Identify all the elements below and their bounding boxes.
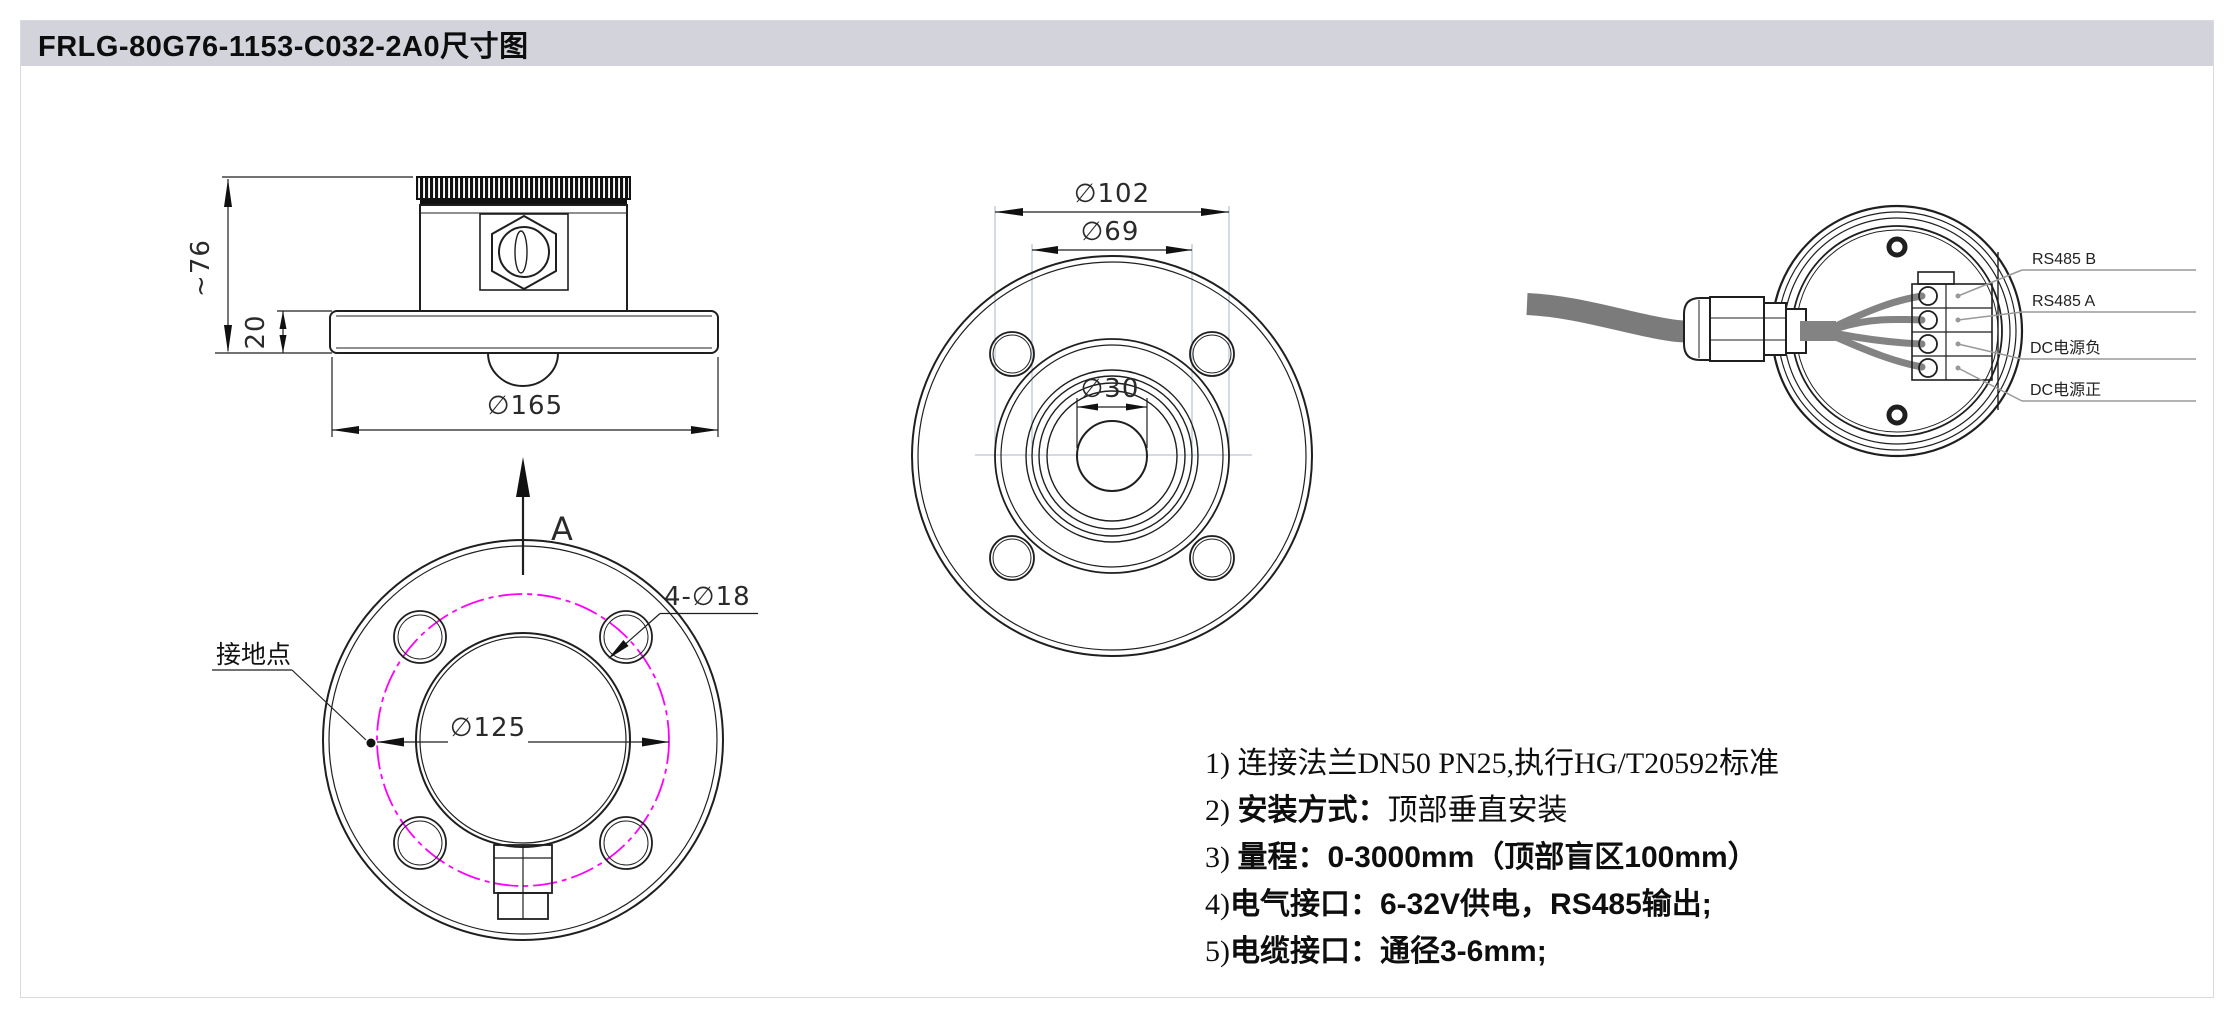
ribbed-cap — [416, 176, 631, 200]
section-label: A — [551, 510, 573, 548]
top-view: ∅102 ∅69 ∅30 — [911, 179, 1313, 657]
grounding-label: 接地点 — [216, 641, 291, 669]
note-3-num: 3) — [1205, 841, 1238, 874]
dim-flange-thickness-text: 20 — [241, 314, 271, 349]
dim-102-text: ∅102 — [1074, 179, 1150, 209]
terminal-block — [1911, 252, 1999, 410]
bottom-view: A ∅125 4-∅18 接地点 — [212, 457, 758, 941]
dim-125-text: ∅125 — [450, 713, 526, 743]
cable-gland — [1683, 296, 1807, 362]
cable — [1526, 293, 1703, 343]
drawing-card: FRLG-80G76-1153-C032-2A0尺寸图 — [20, 20, 2214, 998]
note-3-value: 0-3000mm（顶部盲区100mm） — [1327, 841, 1758, 874]
housing-body — [419, 204, 628, 312]
wire-label-rs485b: RS485 B — [2032, 251, 2096, 268]
note-1-value: 连接法兰DN50 PN25,执行HG/T20592标准 — [1237, 747, 1780, 780]
bolt-holes — [393, 610, 653, 870]
note-5-label: 电缆接口： — [1230, 935, 1380, 968]
wire-label-rs485a: RS485 A — [2032, 293, 2095, 310]
page-title: FRLG-80G76-1153-C032-2A0尺寸图 — [38, 30, 529, 63]
note-3-label: 量程： — [1237, 841, 1328, 874]
transducer-dome — [487, 352, 559, 387]
note-2-num: 2) — [1205, 794, 1238, 827]
section-arrow — [516, 457, 530, 575]
grounding-callout — [212, 669, 376, 748]
note-4-label: 电气接口： — [1230, 888, 1380, 921]
title-bar: FRLG-80G76-1153-C032-2A0尺寸图 — [21, 21, 2213, 66]
dim-125 — [377, 737, 669, 747]
note-2: 2) 安装方式：顶部垂直安装 — [1205, 787, 2165, 834]
wire-label-dc-pos: DC电源正 — [2030, 381, 2101, 399]
dim-69 — [1032, 246, 1192, 254]
note-1: 1) 连接法兰DN50 PN25,执行HG/T20592标准 — [1205, 740, 2165, 787]
dim-flange-diameter-text: ∅165 — [487, 391, 563, 421]
note-4-num: 4) — [1205, 888, 1230, 921]
bolt-holes — [989, 331, 1235, 581]
flange — [329, 310, 719, 354]
wires — [1800, 292, 1926, 371]
note-5-num: 5) — [1205, 935, 1230, 968]
bolt-circle — [376, 593, 670, 887]
dim-height — [215, 176, 413, 354]
hex-nut — [491, 214, 557, 291]
dim-height-text: ~76 — [186, 239, 216, 297]
wire-label-dc-neg: DC电源负 — [2030, 339, 2101, 357]
note-4: 4)电气接口：6-32V供电，RS485输出; — [1205, 881, 2165, 928]
wire-leaders — [1955, 269, 2196, 402]
dim-30-text: ∅30 — [1081, 374, 1140, 404]
note-1-num: 1) — [1205, 747, 1238, 780]
dim-69-text: ∅69 — [1081, 217, 1140, 247]
note-4-value: 6-32V供电，RS485输出; — [1380, 888, 1712, 921]
note-2-value: 顶部垂直安装 — [1387, 794, 1568, 827]
screw-hole-bottom — [1886, 404, 1908, 426]
dim-flange-diameter — [331, 357, 719, 437]
cap-band — [420, 199, 627, 205]
screw-hole-top — [1886, 236, 1908, 258]
note-5-value: 通径3-6mm; — [1380, 935, 1547, 968]
wiring-view: RS485 B RS485 A DC电源负 DC电源正 — [1526, 204, 2196, 458]
note-3: 3) 量程：0-3000mm（顶部盲区100mm） — [1205, 834, 2165, 881]
dim-102 — [995, 208, 1229, 216]
notes-block: 1) 连接法兰DN50 PN25,执行HG/T20592标准 2) 安装方式：顶… — [1205, 740, 2165, 975]
cable-gland-bottom — [493, 844, 553, 920]
dim-flange-thickness — [277, 310, 332, 353]
note-5: 5)电缆接口：通径3-6mm; — [1205, 928, 2165, 975]
dim-30 — [1076, 398, 1148, 448]
bolt-holes-callout — [608, 612, 758, 659]
side-view: ~76 20 ∅165 — [186, 176, 719, 437]
bolt-holes-dim-text: 4-∅18 — [664, 582, 751, 612]
note-2-label: 安装方式： — [1237, 794, 1388, 827]
center-hole — [1076, 420, 1148, 492]
